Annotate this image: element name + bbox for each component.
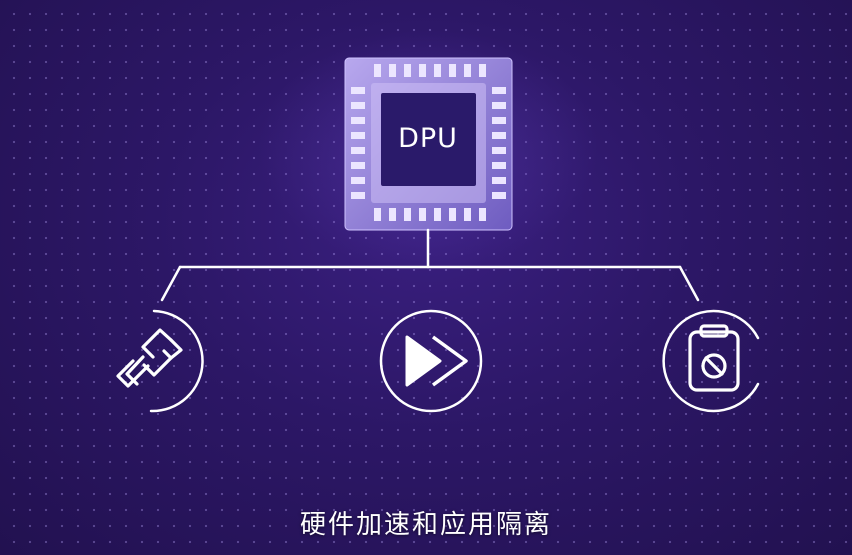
dpu-chip-icon	[344, 57, 513, 231]
node-ring	[379, 309, 483, 413]
node-ring	[662, 309, 760, 413]
clipboard-blocked-icon	[688, 324, 740, 392]
fast-forward-icon	[405, 335, 468, 387]
tree-connectors	[160, 228, 700, 302]
node-accelerate	[379, 309, 483, 413]
node-isolation	[662, 309, 760, 413]
node-ring	[149, 309, 204, 413]
link-icon	[116, 328, 183, 388]
chip-label: DPU	[398, 122, 458, 154]
subtitle-caption: 硬件加速和应用隔离	[299, 510, 552, 540]
node-link	[116, 309, 204, 413]
